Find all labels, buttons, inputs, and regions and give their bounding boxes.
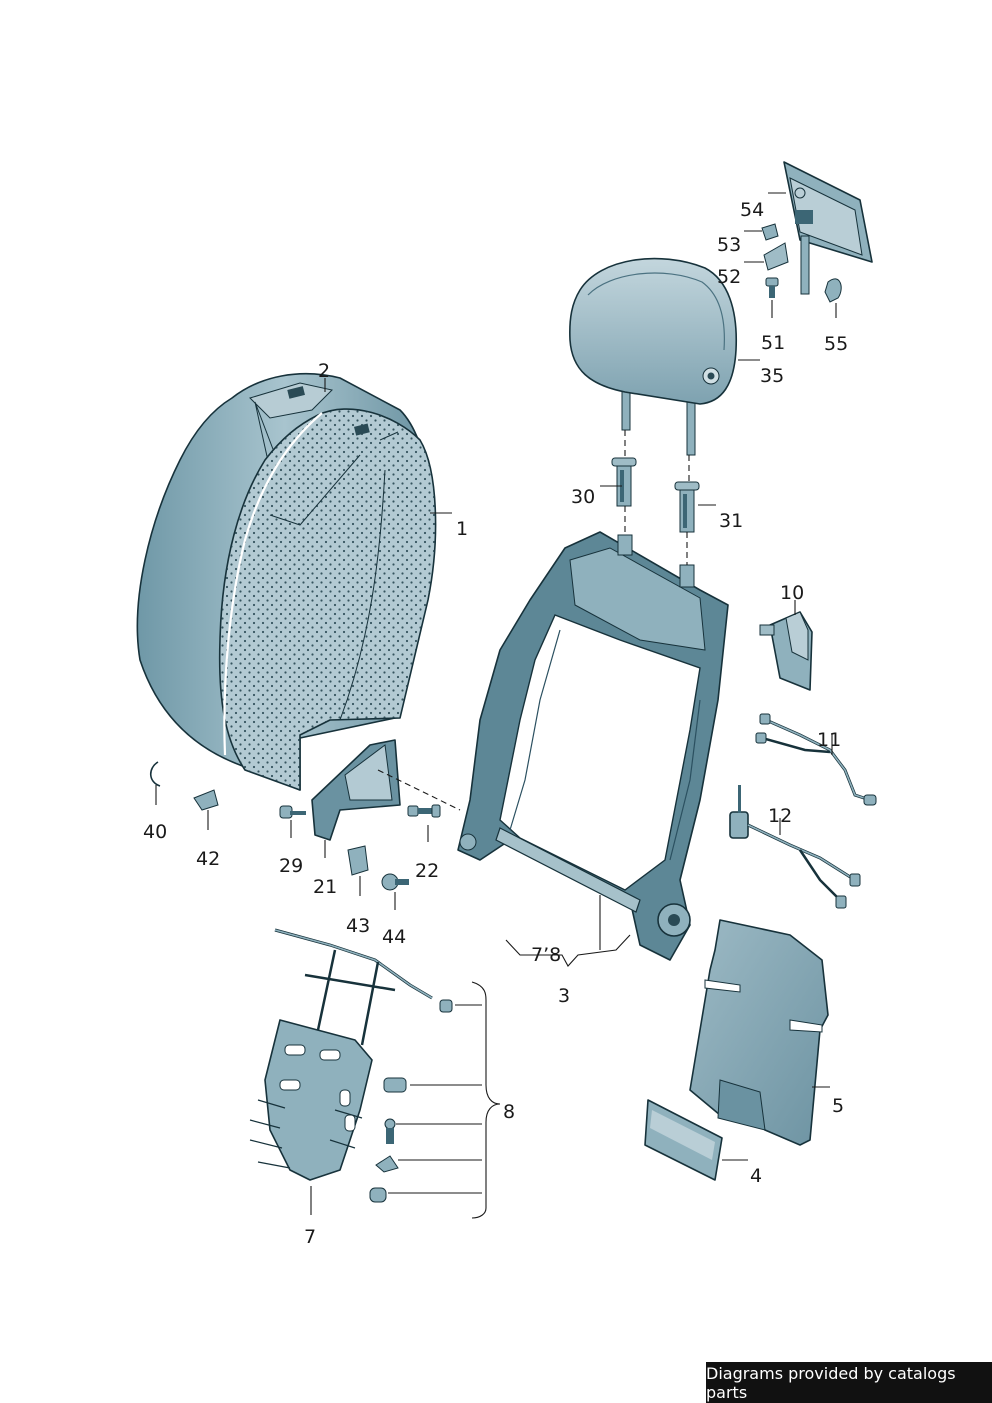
cap-part-8e xyxy=(369,1187,387,1203)
label-part-29: 29 xyxy=(279,855,303,877)
label-part-44: 44 xyxy=(382,926,406,948)
clip-part-8d xyxy=(375,1155,399,1173)
clip-part-40 xyxy=(149,761,161,787)
screw-part-29 xyxy=(279,805,306,819)
label-part-11: 11 xyxy=(817,729,841,751)
connector-part-55 xyxy=(824,278,842,303)
label-part-1: 1 xyxy=(456,518,468,540)
label-part-30: 30 xyxy=(571,486,595,508)
headrest-part-35 xyxy=(569,257,738,456)
label-part-55: 55 xyxy=(824,333,848,355)
label-part-5: 5 xyxy=(832,1095,844,1117)
module-part-10 xyxy=(759,611,813,691)
label-part-40: 40 xyxy=(143,821,167,843)
screw-part-51 xyxy=(765,277,779,298)
label-part-43: 43 xyxy=(346,915,370,937)
footer-credit-text: Diagrams provided by catalogs parts xyxy=(706,1363,956,1402)
bolt-column-part-52a xyxy=(800,235,810,295)
guide-sleeve-part-30 xyxy=(611,457,637,507)
foil-part-4 xyxy=(644,1099,723,1181)
wiring-harness-part-12 xyxy=(729,785,861,909)
lumbar-support-part-7 xyxy=(249,928,433,1181)
label-part-7: 7 xyxy=(304,1226,316,1248)
label-part-42: 42 xyxy=(196,848,220,870)
label-part-35: 35 xyxy=(760,365,784,387)
label-part-52: 52 xyxy=(717,266,741,288)
backrest-frame-part-3 xyxy=(457,531,729,961)
wiring-harness-part-11 xyxy=(755,713,877,806)
clip-part-43 xyxy=(347,845,369,876)
guide-sleeve-part-31 xyxy=(674,481,700,533)
pad-part-5 xyxy=(689,919,829,1146)
screw-part-22 xyxy=(407,804,441,818)
label-part-8: 8 xyxy=(503,1101,515,1123)
label-part-78: 7’8 xyxy=(531,944,561,966)
footer-credit-banner: Diagrams provided by catalogs parts xyxy=(706,1362,992,1403)
cover-panel-part-21 xyxy=(311,739,401,841)
label-part-51: 51 xyxy=(761,332,785,354)
control-unit-part-54 xyxy=(783,161,873,263)
leader-lines xyxy=(155,192,837,1219)
label-part-10: 10 xyxy=(780,582,804,604)
backrest-insert-part-1 xyxy=(218,408,437,791)
screw-part-44 xyxy=(381,873,409,891)
label-part-22: 22 xyxy=(415,860,439,882)
label-part-3: 3 xyxy=(558,985,570,1007)
label-part-21: 21 xyxy=(313,876,337,898)
sleeve-part-8a xyxy=(439,999,453,1013)
bracket-part-52 xyxy=(763,242,789,271)
bracket-part-53 xyxy=(761,223,779,241)
label-part-12: 12 xyxy=(768,805,792,827)
label-part-4: 4 xyxy=(750,1165,762,1187)
label-part-2: 2 xyxy=(318,360,330,382)
label-part-53: 53 xyxy=(717,234,741,256)
part-labels: 2 1 35 30 31 54 53 52 51 55 10 11 12 40 … xyxy=(143,199,848,1248)
label-part-54: 54 xyxy=(740,199,764,221)
clip-part-42 xyxy=(193,789,219,811)
label-part-31: 31 xyxy=(719,510,743,532)
screw-part-8c xyxy=(384,1118,396,1144)
spring-part-8b xyxy=(383,1077,407,1093)
